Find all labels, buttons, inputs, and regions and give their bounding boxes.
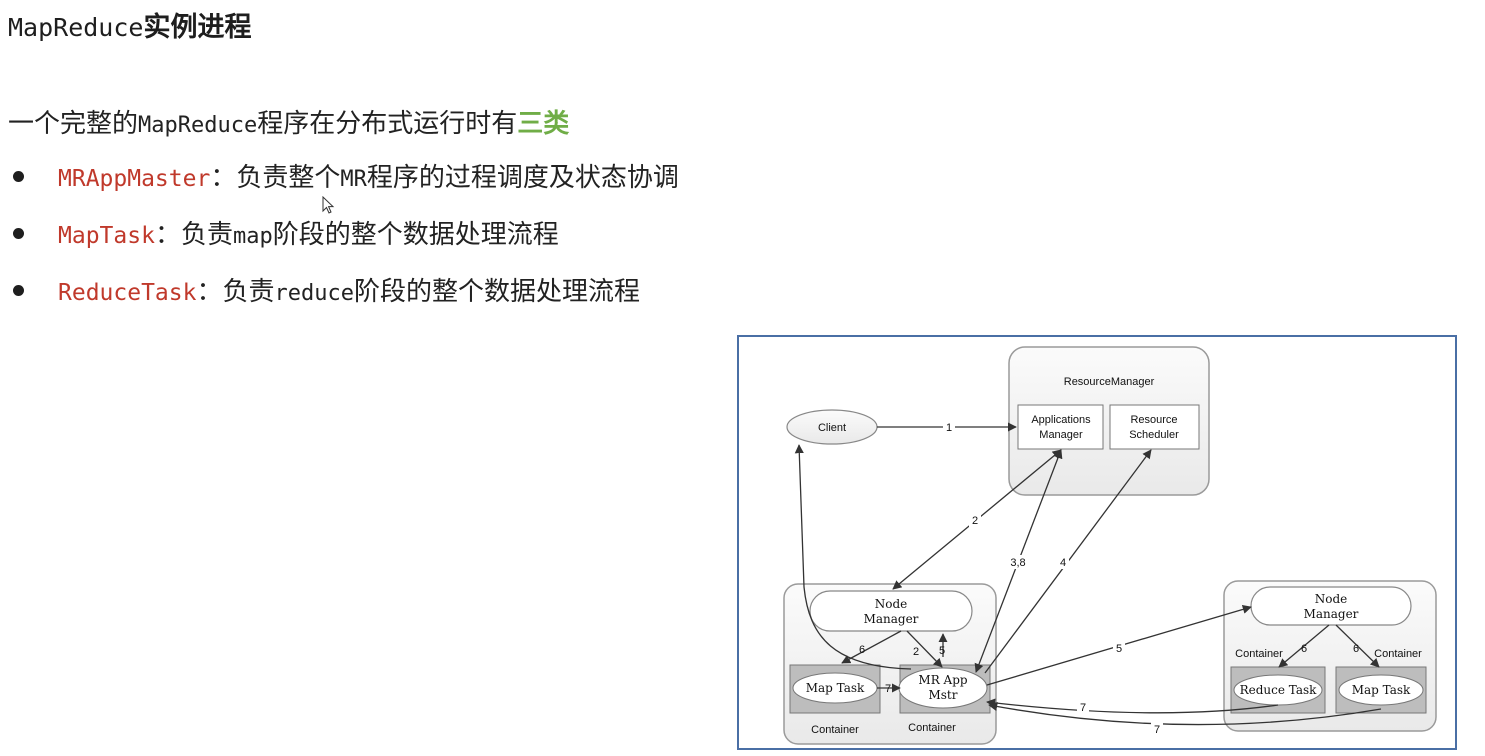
yarn-diagram: ResourceManager Applications Manager Res…: [783, 346, 1437, 745]
right-map-task: [1338, 674, 1424, 706]
intro-line: 一个完整的MapReduce程序在分布式运行时有三类: [8, 104, 569, 146]
bullet-dot: [13, 227, 24, 239]
client-label: Client: [818, 422, 846, 434]
bullet-text-a: 负责: [180, 220, 233, 250]
resource-manager-label: ResourceManager: [1064, 376, 1155, 388]
left-node-manager: [809, 590, 973, 632]
bullet-text-b: 阶段的整个数据处理流程: [354, 277, 641, 307]
bullet-sep: ：: [196, 277, 223, 307]
edge-client-mr: [794, 444, 912, 670]
edge-label-2-node: 2: [913, 646, 919, 658]
left-container-label-1: Container: [811, 724, 859, 736]
edge-label-5-right: 5: [1116, 643, 1122, 655]
edge-label-6-reduce: 6: [1301, 643, 1307, 655]
edge-6-reduce: [1278, 624, 1330, 668]
bullet-sep: ：: [154, 220, 181, 250]
bullet-dot: [13, 284, 24, 296]
bullet-text-a: 负责整个: [236, 163, 341, 193]
applications-manager-label-2: Manager: [1039, 429, 1083, 441]
mr-app-label-2: Mstr: [928, 688, 957, 702]
right-container-label-2: Container: [1374, 648, 1422, 660]
bullet-sep: ：: [210, 163, 237, 193]
edge-label-4: 4: [1060, 557, 1066, 569]
edge-7-map: [988, 702, 1382, 726]
bullet-text-mono: map: [232, 224, 273, 249]
applications-manager-box: [1017, 404, 1104, 450]
edge-6-map: [1335, 624, 1380, 668]
intro-part2: MapReduce: [138, 113, 258, 138]
bullet-term: ReduceTask: [58, 280, 197, 306]
right-node-manager-label-2: Manager: [1304, 607, 1359, 621]
slide-title: MapReduce实例进程: [8, 10, 251, 46]
edge-label-1: 1: [946, 422, 952, 434]
edge-label-7-left: 7: [885, 683, 891, 695]
resource-scheduler-label-2: Scheduler: [1129, 429, 1179, 441]
intro-part1: 一个完整的: [8, 109, 139, 139]
bullet-text-b: 程序的过程调度及状态协调: [366, 163, 679, 193]
right-map-task-label: Map Task: [1352, 683, 1411, 697]
edge-label-3-8: 3,8: [1010, 557, 1025, 569]
bullet-text-a: 负责: [222, 277, 275, 307]
bullet-text-mono: MR: [340, 167, 367, 192]
edge-label-7-reduce: 7: [1080, 702, 1086, 714]
right-node-manager-label-1: Node: [1315, 592, 1348, 606]
edge-6-left: [841, 630, 902, 664]
slide-title-latin: MapReduce: [8, 13, 144, 42]
yarn-architecture-figure: ResourceManager Applications Manager Res…: [737, 335, 1457, 750]
bullet-maptask: MapTask：负责map阶段的整个数据处理流程: [8, 215, 559, 255]
bullet-term: MRAppMaster: [58, 166, 211, 192]
mr-app-label-1: MR App: [918, 673, 967, 687]
edge-label-5-left: 5: [939, 645, 945, 657]
left-container-label-2: Container: [908, 722, 956, 734]
left-node-manager-label-2: Manager: [864, 612, 919, 626]
right-container-label-1: Container: [1235, 648, 1283, 660]
edge-label-7-map: 7: [1154, 724, 1160, 736]
bullet-term: MapTask: [58, 223, 155, 249]
intro-highlight: 三类: [517, 109, 570, 139]
edge-2-node: [906, 630, 943, 668]
resource-scheduler-label-1: Resource: [1130, 414, 1177, 426]
edge-7-reduce: [986, 698, 1279, 714]
applications-manager-label-1: Applications: [1031, 414, 1091, 426]
intro-part3: 程序在分布式运行时有: [257, 109, 518, 139]
left-map-task-label: Map Task: [806, 681, 865, 695]
bullet-text-mono: reduce: [274, 281, 354, 306]
bullet-dot: [13, 170, 24, 182]
edge-label-6-map: 6: [1353, 643, 1359, 655]
edge-label-6-left: 6: [859, 644, 865, 656]
edge-label-2: 2: [972, 515, 978, 527]
resource-scheduler-box: [1109, 404, 1200, 450]
slide-title-cjk: 实例进程: [143, 12, 252, 43]
reduce-task-label: Reduce Task: [1240, 683, 1318, 697]
mouse-pointer-icon: [322, 196, 335, 214]
bullet-reducetask: ReduceTask：负责reduce阶段的整个数据处理流程: [8, 272, 640, 312]
bullet-text-b: 阶段的整个数据处理流程: [272, 220, 559, 250]
left-node-manager-label-1: Node: [875, 597, 908, 611]
bullet-mrappmaster: MRAppMaster：负责整个MR程序的过程调度及状态协调: [8, 158, 679, 198]
